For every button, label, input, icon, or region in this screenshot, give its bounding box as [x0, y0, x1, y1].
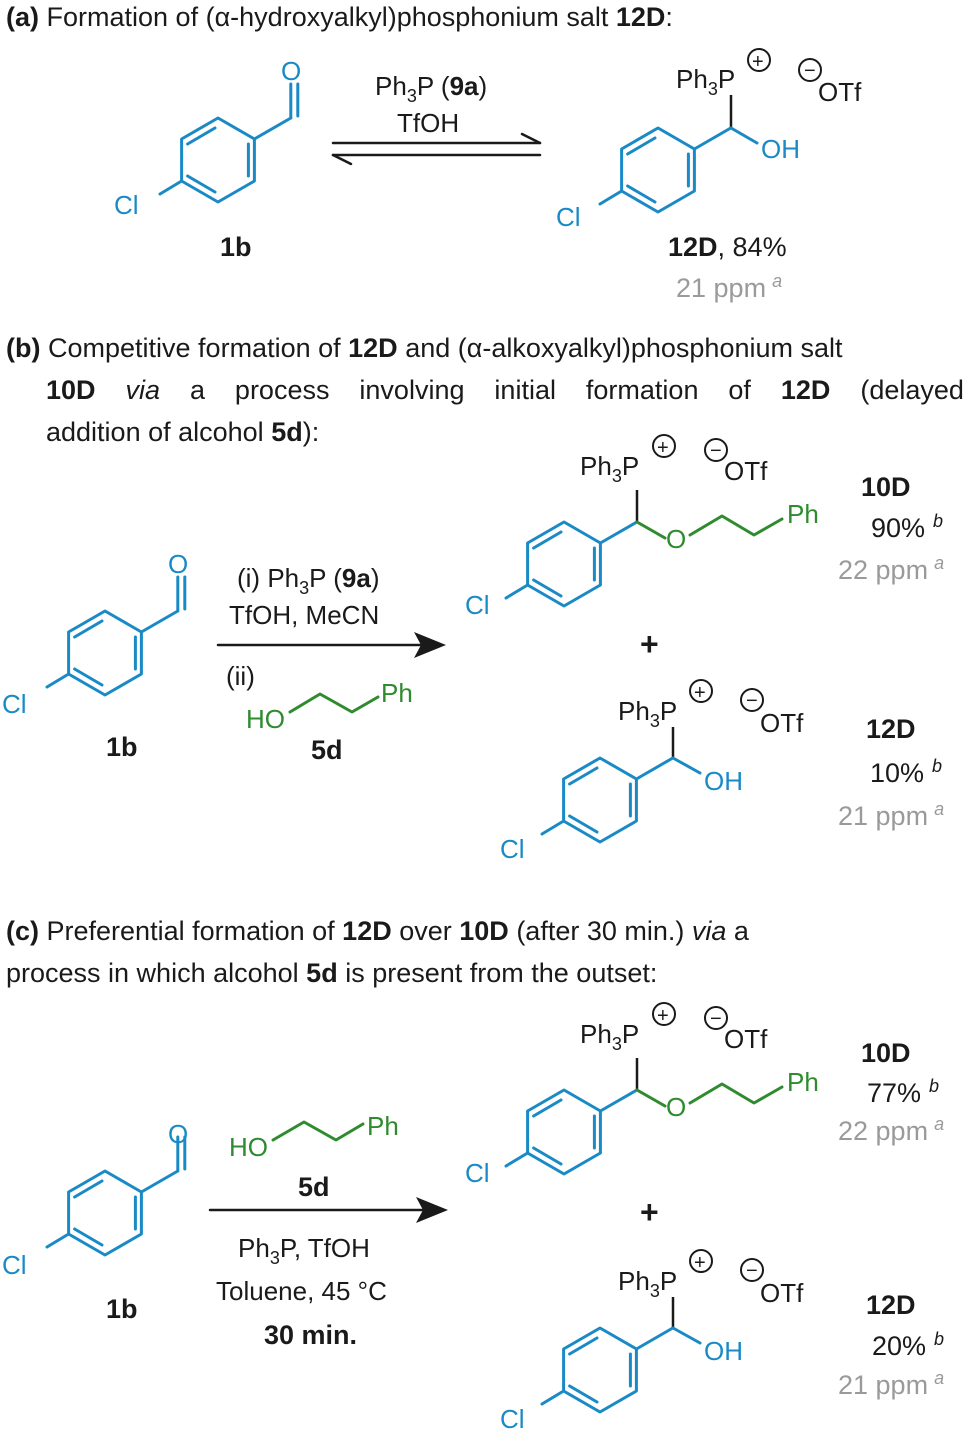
product-12D-a: Ph3P + − OTf OH Cl	[556, 48, 862, 232]
svg-text:O: O	[168, 1119, 188, 1149]
reagent-ph3p: Ph3P (9a)	[375, 71, 487, 106]
svg-text:1b: 1b	[106, 1294, 138, 1324]
yield-12D-c: 20%b	[872, 1329, 944, 1361]
svg-text:Ph3P: Ph3P	[676, 64, 735, 99]
svg-text:OTf: OTf	[724, 456, 768, 486]
svg-text:Ph3P: Ph3P	[580, 451, 639, 486]
label-12D-b: 12D	[866, 714, 916, 744]
plus-sign-c: +	[640, 1194, 659, 1230]
svg-text:+: +	[657, 437, 669, 459]
svg-text:5d: 5d	[311, 735, 343, 765]
svg-text:Cl: Cl	[465, 590, 490, 620]
product-10D-b: O Ph Ph3P + − OTf Cl	[465, 434, 819, 620]
svg-text:+: +	[657, 1005, 669, 1027]
svg-text:HO: HO	[229, 1132, 268, 1162]
svg-text:Ph: Ph	[787, 1067, 819, 1097]
svg-text:Cl: Cl	[2, 689, 27, 719]
svg-text:Cl: Cl	[500, 1404, 525, 1431]
counterion-otf: OTf	[818, 77, 862, 107]
svg-text:5d: 5d	[298, 1172, 330, 1202]
heading-b-line3: addition of alcohol 5d):	[46, 417, 320, 447]
minus-charge	[798, 58, 822, 82]
svg-text:−: −	[804, 60, 816, 82]
svg-text:O: O	[666, 524, 686, 554]
compound-1b-c: O Cl 1b	[2, 1119, 188, 1324]
svg-text:+: +	[694, 1252, 706, 1274]
condition-1: Ph3P, TfOH	[238, 1233, 370, 1268]
svg-text:−: −	[710, 1008, 722, 1030]
svg-text:Cl: Cl	[500, 834, 525, 864]
compound-1b-a: O Cl 1b	[114, 56, 301, 262]
condition-3: 30 min.	[264, 1320, 357, 1350]
plus-charge	[747, 48, 771, 72]
svg-text:Ph: Ph	[367, 1111, 399, 1141]
plus-sign-b: +	[640, 626, 659, 662]
heading-c: (c) Preferential formation of 12D over 1…	[6, 916, 749, 946]
reagent-tfoh: TfOH	[397, 108, 459, 138]
svg-text:+: +	[752, 51, 764, 73]
yield-10D-b: 90%b	[871, 511, 943, 543]
yield-12D-b: 10%b	[870, 756, 942, 788]
svg-text:OH: OH	[704, 1336, 743, 1366]
svg-text:Ph3P: Ph3P	[580, 1019, 639, 1054]
svg-text:1b: 1b	[106, 732, 138, 762]
svg-text:Cl: Cl	[556, 202, 581, 232]
heading-b: (b) Competitive formation of 12D and (α-…	[6, 333, 843, 363]
label-10D-c: 10D	[861, 1038, 911, 1068]
arrow-c	[208, 1197, 448, 1223]
label-12D-yield: 12D, 84%	[668, 232, 787, 262]
svg-text:O: O	[168, 549, 188, 579]
label-1b: 1b	[220, 232, 252, 262]
svg-text:Ph: Ph	[787, 499, 819, 529]
svg-text:Ph: Ph	[381, 678, 413, 708]
heading-a: (a) Formation of (α-hydroxyalkyl)phospho…	[6, 2, 673, 32]
arrow-b	[216, 632, 446, 658]
atom-o: O	[281, 56, 301, 86]
step-ii: (ii)	[226, 661, 255, 691]
svg-text:OTf: OTf	[760, 708, 804, 738]
svg-text:OH: OH	[761, 134, 800, 164]
yield-10D-c: 77%b	[867, 1076, 939, 1108]
svg-text:OTf: OTf	[724, 1024, 768, 1054]
svg-text:OTf: OTf	[760, 1278, 804, 1308]
product-12D-b: Ph3P + − OTf OH Cl	[500, 679, 804, 864]
svg-text:Ph3P: Ph3P	[618, 696, 677, 731]
svg-text:−: −	[746, 690, 758, 712]
compound-1b-b: O Cl 1b	[2, 549, 188, 762]
step-i: (i) Ph3P (9a)	[237, 563, 380, 598]
equilibrium-arrow	[331, 132, 542, 166]
svg-text:O: O	[666, 1092, 686, 1122]
svg-text:HO: HO	[246, 704, 285, 734]
label-12D-c: 12D	[866, 1290, 916, 1320]
svg-text:OH: OH	[704, 766, 743, 796]
label-10D-b: 10D	[861, 472, 911, 502]
product-10D-c: O Ph Ph3P + − OTf Cl	[465, 1002, 819, 1188]
step-i-line2: TfOH, MeCN	[229, 600, 379, 630]
alcohol-5d-c: HO Ph 5d	[229, 1111, 399, 1202]
alcohol-5d-b: HO Ph 5d	[246, 678, 413, 765]
product-12D-c: Ph3P + − OTf OH Cl	[500, 1249, 804, 1431]
svg-text:Ph3P: Ph3P	[618, 1266, 677, 1301]
condition-2: Toluene, 45 °C	[216, 1276, 387, 1306]
heading-c-line2: process in which alcohol 5d is present f…	[6, 958, 658, 988]
svg-text:Cl: Cl	[465, 1158, 490, 1188]
svg-text:−: −	[710, 440, 722, 462]
heading-b-line2: 10D via a process involving initial form…	[46, 375, 964, 405]
atom-cl: Cl	[114, 190, 139, 220]
svg-text:+: +	[694, 682, 706, 704]
svg-text:Cl: Cl	[2, 1250, 27, 1280]
svg-text:−: −	[746, 1260, 758, 1282]
